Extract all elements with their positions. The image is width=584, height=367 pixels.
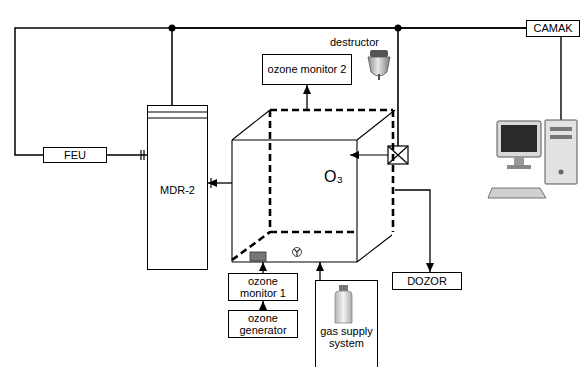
flow-arrow xyxy=(350,154,388,155)
destructor-icon xyxy=(378,74,380,80)
chamber-hidden-edge xyxy=(270,109,393,112)
fan-symbol xyxy=(293,248,302,257)
chamber-edge xyxy=(232,110,270,140)
monitor-box: ozone monitor 1 xyxy=(228,273,298,301)
chamber-edge xyxy=(357,110,395,140)
bottle-valve xyxy=(339,285,348,291)
control-wire xyxy=(397,28,399,146)
signal-wire xyxy=(172,28,526,105)
power-button xyxy=(559,170,564,175)
flow-arrow xyxy=(306,85,307,110)
fan-symbol xyxy=(293,248,302,257)
part-label: destructor xyxy=(330,36,379,49)
chamber-hidden-edge xyxy=(269,110,272,232)
node-text: FEU xyxy=(64,149,86,161)
node-text: ozone monitor 2 xyxy=(268,63,347,75)
cap-line xyxy=(148,111,207,112)
computer-icon xyxy=(488,120,577,198)
drive-slot xyxy=(550,127,572,131)
detector-box: FEU xyxy=(43,147,107,163)
computer-monitor xyxy=(497,121,541,157)
generator-box: ozone generator xyxy=(228,310,298,338)
valve-symbol xyxy=(388,146,408,164)
chamber-hidden-edge xyxy=(270,231,357,234)
bottle-body xyxy=(335,291,352,323)
node-text: gas supply system xyxy=(319,325,374,350)
computer-screen xyxy=(501,125,537,152)
computer-tower xyxy=(545,120,577,184)
node-text: ozone generator xyxy=(229,312,297,337)
computer-stand xyxy=(507,165,531,169)
computer-stand xyxy=(514,157,524,165)
valve-symbol xyxy=(388,146,408,164)
node-text: ozone monitor 1 xyxy=(229,275,297,300)
chamber-edge xyxy=(231,140,232,262)
destructor-icon xyxy=(368,50,390,80)
signal-wire xyxy=(107,154,147,156)
node-text: DOZOR xyxy=(407,275,447,287)
chamber-edge xyxy=(356,140,357,262)
valve-symbol xyxy=(388,146,408,164)
chamber-edge xyxy=(232,261,357,262)
node-text: CAMAK xyxy=(533,22,572,34)
destructor-icon xyxy=(368,57,390,76)
sensor-block xyxy=(250,252,266,261)
chamber-edge xyxy=(357,235,392,262)
dosimeter-box: DOZOR xyxy=(392,272,462,290)
flow-arrow xyxy=(262,301,263,310)
flow-arrow xyxy=(319,262,320,280)
flow-arrow xyxy=(395,190,430,272)
monitor-box: ozone monitor 2 xyxy=(262,54,352,85)
gas-bottle xyxy=(316,281,373,329)
drive-slot xyxy=(550,135,572,139)
chamber-cube: O₃ xyxy=(232,110,395,262)
chamber-hidden-edge xyxy=(232,232,270,260)
cap-line xyxy=(148,117,207,118)
bus-controller-box: CAMAK xyxy=(526,20,580,37)
gas-supply-box: gas supply system xyxy=(315,280,378,367)
computer-keyboard xyxy=(488,188,546,198)
data-wire xyxy=(560,37,561,120)
node-text: MDR-2 xyxy=(160,184,195,196)
destructor-icon xyxy=(370,50,388,57)
flow-arrow xyxy=(208,182,232,183)
flow-arrow xyxy=(262,262,263,273)
chamber-hidden-edge xyxy=(392,110,395,232)
chamber-edge xyxy=(232,139,357,140)
node-text: O₃ xyxy=(324,168,343,186)
chamber-outline xyxy=(232,110,395,262)
fan-symbol xyxy=(294,249,300,256)
monochromator-box: MDR-2 xyxy=(147,105,208,270)
monochromator-cap xyxy=(148,106,207,126)
